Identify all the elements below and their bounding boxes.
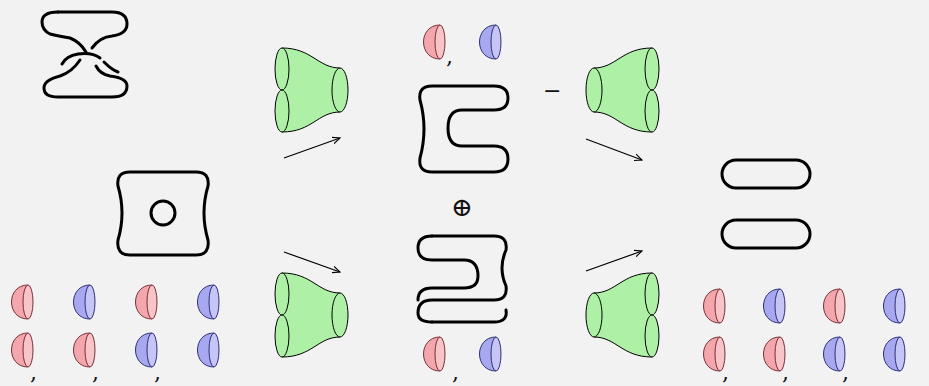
dotted-cup xyxy=(884,337,906,371)
knot-diagram xyxy=(42,12,810,322)
separator-comma: , xyxy=(452,362,459,384)
separator-comma: , xyxy=(92,362,99,384)
separator-comma: , xyxy=(782,362,789,384)
saddle-cobordism xyxy=(275,48,348,132)
sign-symbol: − xyxy=(543,80,561,102)
dotted-cup xyxy=(424,25,446,59)
dotted-cup xyxy=(12,333,34,367)
direct-sum-symbol: ⊕ xyxy=(451,194,473,220)
dotted-cup xyxy=(74,285,96,319)
dotted-cup xyxy=(480,25,502,59)
separator-comma: , xyxy=(446,46,453,68)
saddle-cobordism xyxy=(275,273,348,357)
dotted-cup xyxy=(764,289,786,323)
dotted-cup xyxy=(764,337,786,371)
dotted-cup xyxy=(12,285,34,319)
separator-comma: , xyxy=(30,362,37,384)
separator-comma: , xyxy=(154,362,161,384)
saddle-cobordism xyxy=(275,48,659,357)
dotted-cup xyxy=(824,337,846,371)
dotted-cup xyxy=(136,333,158,367)
dotted-cup xyxy=(884,289,906,323)
dotted-cup xyxy=(480,337,502,371)
map-arrow xyxy=(284,138,642,272)
dotted-cup xyxy=(704,337,726,371)
dotted-cup xyxy=(198,285,220,319)
dotted-cup xyxy=(704,289,726,323)
dotted-cup xyxy=(824,289,846,323)
dotted-cup xyxy=(74,333,96,367)
dotted-cup xyxy=(198,333,220,367)
dotted-cup xyxy=(12,25,906,371)
dotted-cup xyxy=(424,337,446,371)
separator-comma: , xyxy=(722,362,729,384)
dotted-cup xyxy=(136,285,158,319)
saddle-cobordism xyxy=(586,48,659,132)
separator-comma: , xyxy=(842,362,849,384)
saddle-cobordism xyxy=(586,273,659,357)
